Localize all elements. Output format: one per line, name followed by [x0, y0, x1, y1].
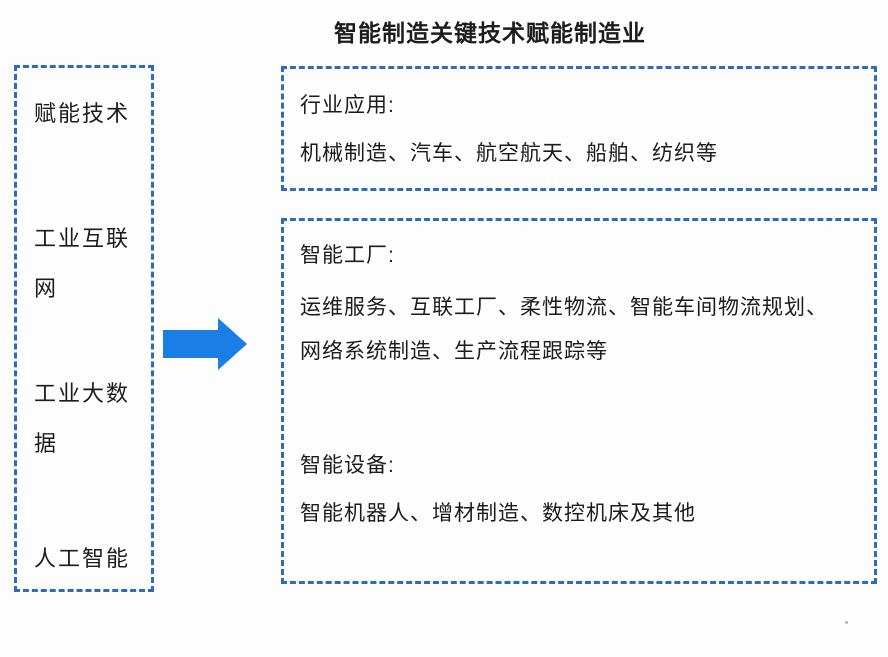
panel-item-industrial-internet: 工业互联网 [34, 226, 131, 301]
scan-artifact-dot [845, 621, 848, 624]
panel-item-industrial-big-data: 工业大数据 [34, 381, 131, 456]
smart-factory-list-line1: 运维服务、互联工厂、柔性物流、智能车间物流规划、 [300, 296, 828, 319]
smart-equipment-list: 智能机器人、增材制造、数控机床及其他 [300, 502, 696, 525]
enabling-tech-panel: 赋能技术 工业互联网 工业大数据 人工智能 [14, 65, 154, 592]
smart-factory-heading: 智能工厂: [300, 244, 395, 267]
diagram-title: 智能制造关键技术赋能制造业 [334, 20, 646, 46]
smart-factory-equipment-panel: 智能工厂: 运维服务、互联工厂、柔性物流、智能车间物流规划、 网络系统制造、生产… [281, 218, 877, 584]
industry-applications-heading: 行业应用: [300, 94, 395, 117]
industry-applications-panel: 行业应用: 机械制造、汽车、航空航天、船舶、纺织等 [281, 66, 877, 191]
smart-equipment-heading: 智能设备: [300, 454, 395, 477]
flow-arrow-icon [163, 318, 247, 370]
panel-item-artificial-intelligence: 人工智能 [34, 546, 131, 571]
industry-applications-list: 机械制造、汽车、航空航天、船舶、纺织等 [300, 142, 718, 165]
panel-item-enabling-tech: 赋能技术 [34, 101, 131, 126]
smart-factory-list-line2: 网络系统制造、生产流程跟踪等 [300, 340, 608, 363]
